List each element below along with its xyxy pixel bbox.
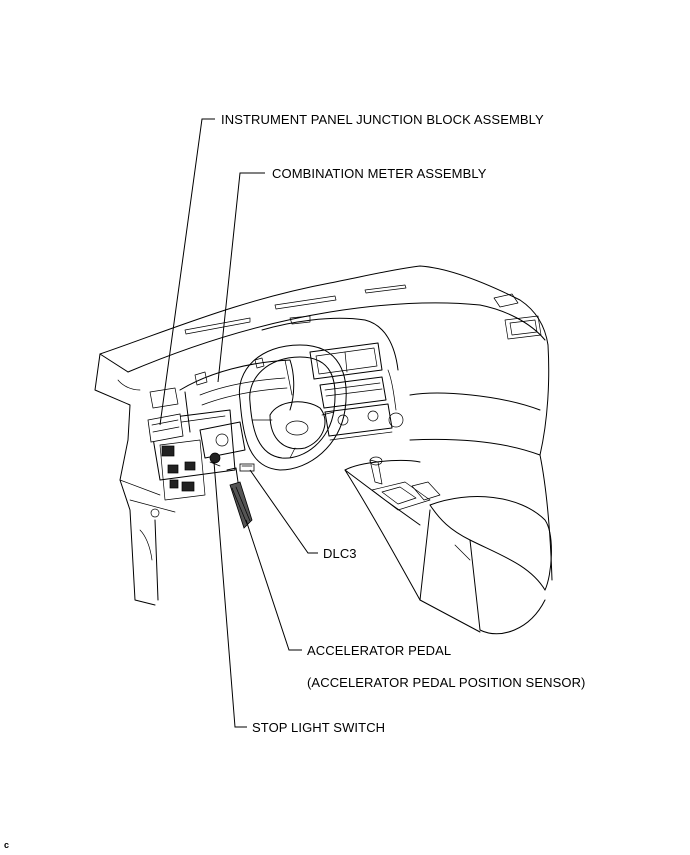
center-console bbox=[344, 456, 552, 635]
label-dlc3: DLC3 bbox=[323, 546, 357, 561]
center-stack bbox=[261, 315, 404, 441]
cluster-hood bbox=[179, 357, 295, 433]
leader-dlc3 bbox=[249, 469, 318, 554]
figure-code: C bbox=[4, 840, 10, 850]
label-accelerator-sensor: (ACCELERATOR PEDAL POSITION SENSOR) bbox=[307, 675, 586, 690]
lower-dash-components bbox=[119, 409, 255, 529]
leader-accelerator-pedal bbox=[245, 519, 302, 651]
leader-stop-light-switch bbox=[213, 461, 247, 728]
leader-lines bbox=[159, 118, 318, 728]
label-accelerator-pedal: ACCELERATOR PEDAL bbox=[307, 643, 452, 658]
steering-wheel bbox=[238, 344, 347, 471]
label-combination-meter: COMBINATION METER ASSEMBLY bbox=[272, 166, 487, 181]
leader-combination-meter bbox=[217, 172, 265, 383]
label-stop-light-switch: STOP LIGHT SWITCH bbox=[252, 720, 386, 735]
leader-junction-block bbox=[159, 118, 215, 426]
label-instrument-panel-junction-block: INSTRUMENT PANEL JUNCTION BLOCK ASSEMBLY bbox=[221, 112, 544, 127]
